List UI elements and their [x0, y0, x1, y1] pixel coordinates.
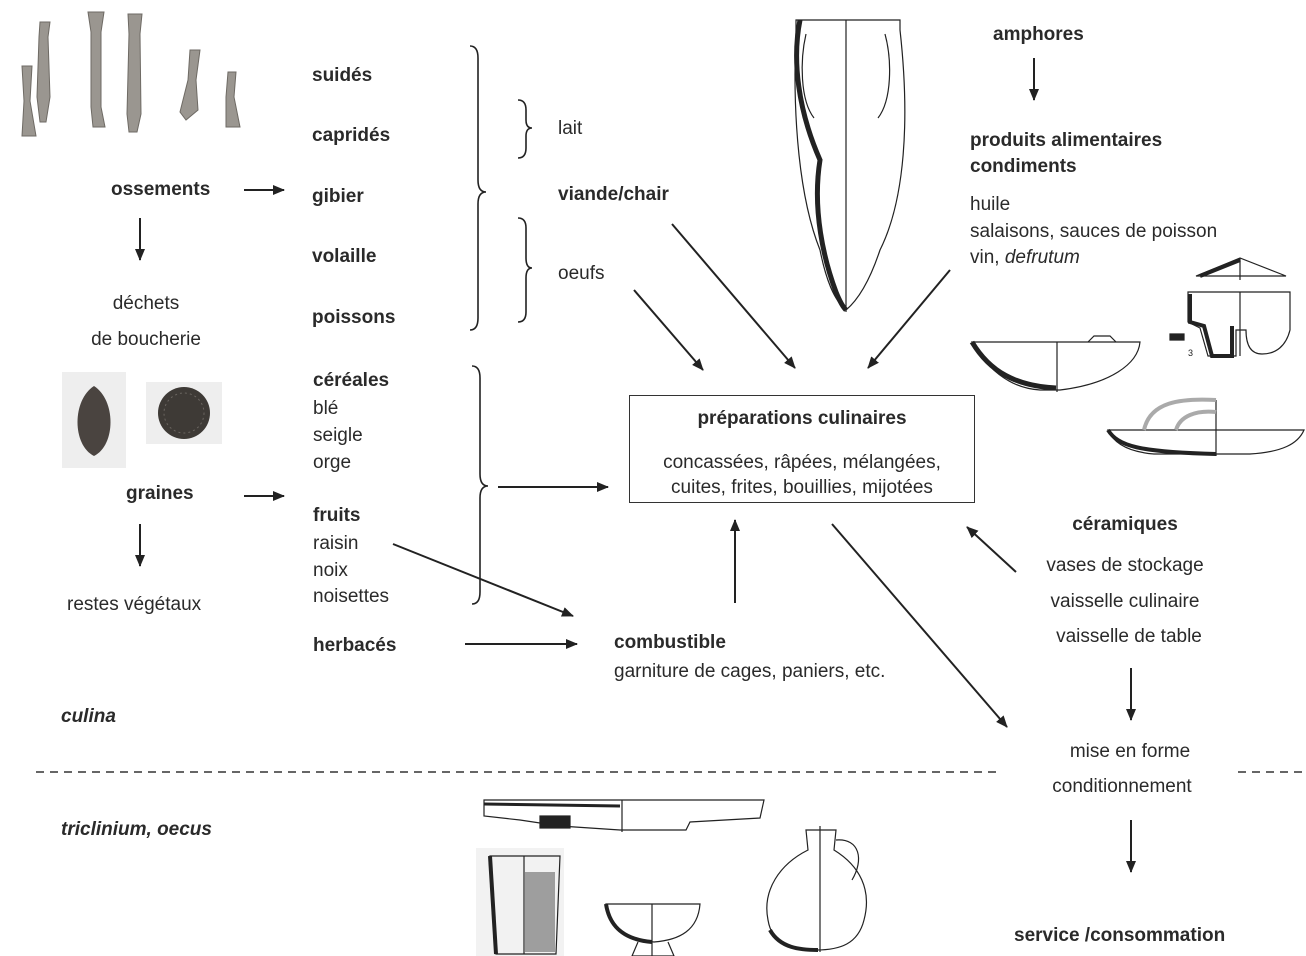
- dish-drawing: [1108, 400, 1304, 456]
- volaille-label: volaille: [312, 245, 376, 268]
- combustible-label: combustible: [614, 631, 726, 654]
- suides-label: suidés: [312, 64, 372, 87]
- cereal-item-orge: orge: [313, 451, 351, 474]
- jug-drawing: [767, 826, 867, 952]
- poissons-label: poissons: [312, 306, 395, 329]
- fruit-item-raisin: raisin: [313, 532, 358, 555]
- ceramiques-item-culinaire: vaisselle culinaire: [1020, 590, 1230, 613]
- vin-prefix: vin,: [970, 247, 1005, 268]
- ceramiques-item-stockage: vases de stockage: [1020, 554, 1230, 577]
- zone-triclinium: triclinium, oecus: [61, 818, 212, 841]
- cereal-item-ble: blé: [313, 397, 338, 420]
- service-label: service /consommation: [1014, 924, 1225, 947]
- preparations-title: préparations culinaires: [629, 407, 975, 430]
- bones-image: [22, 12, 240, 136]
- mise-label-2: conditionnement: [1022, 775, 1222, 798]
- cereales-label: céréales: [313, 369, 389, 392]
- zone-culina: culina: [61, 705, 116, 728]
- lait-label: lait: [558, 117, 582, 140]
- seeds-image: [62, 372, 222, 468]
- dechets-label-1: déchets: [78, 292, 214, 315]
- preparations-line-2: cuites, frites, bouillies, mijotées: [629, 476, 975, 499]
- plate-drawing: [484, 800, 764, 832]
- oeufs-label: oeufs: [558, 262, 604, 285]
- produits-label-1: produits alimentaires: [970, 129, 1162, 152]
- salaisons-label: salaisons, sauces de poisson: [970, 220, 1217, 243]
- preparations-line-1: concassées, râpées, mélangées,: [629, 451, 975, 474]
- cup-drawing: [606, 904, 700, 956]
- produits-label-2: condiments: [970, 155, 1077, 178]
- dechets-label-2: de boucherie: [66, 328, 226, 351]
- restes-label: restes végétaux: [67, 593, 201, 616]
- graines-label: graines: [126, 482, 194, 505]
- ossements-label: ossements: [111, 178, 210, 201]
- fruit-item-noix: noix: [313, 559, 348, 582]
- cereal-item-seigle: seigle: [313, 424, 363, 447]
- amphores-label: amphores: [993, 23, 1084, 46]
- beaker-drawing: [476, 848, 564, 956]
- herbaces-label: herbacés: [313, 634, 396, 657]
- bowl-drawing: [972, 336, 1140, 392]
- lidded-pot-drawing: 3: [1170, 258, 1290, 358]
- combustible-detail: garniture de cages, paniers, etc.: [614, 660, 885, 683]
- mise-label-1: mise en forme: [1030, 740, 1230, 763]
- pot-number: 3: [1188, 348, 1193, 358]
- caprides-label: capridés: [312, 124, 390, 147]
- vin-label: vin, defrutum: [970, 246, 1080, 269]
- fruits-label: fruits: [313, 504, 361, 527]
- viande-label: viande/chair: [558, 183, 669, 206]
- amphora-drawing: [795, 20, 905, 312]
- huile-label: huile: [970, 193, 1010, 216]
- gibier-label: gibier: [312, 185, 364, 208]
- defrutum-label: defrutum: [1005, 247, 1080, 268]
- fruit-item-noisettes: noisettes: [313, 585, 389, 608]
- braces: [470, 46, 532, 604]
- ceramiques-item-table: vaisselle de table: [1024, 625, 1234, 648]
- ceramiques-label: céramiques: [1030, 513, 1220, 536]
